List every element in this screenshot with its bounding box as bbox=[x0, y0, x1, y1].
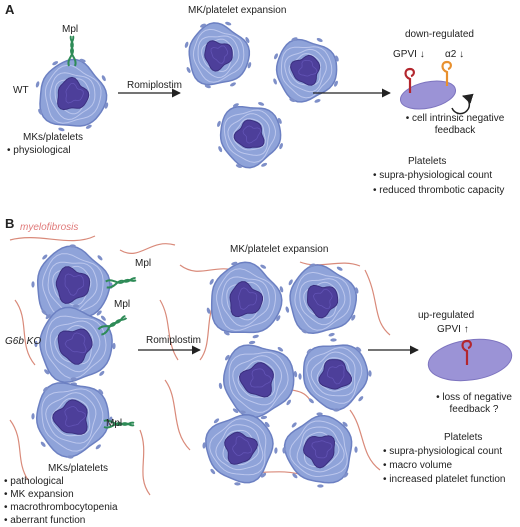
panel-a-wt-label: WT bbox=[13, 85, 29, 96]
expanded-megakaryocyte bbox=[273, 37, 339, 103]
panel-a-mk-item: physiological bbox=[7, 144, 70, 157]
fibrosis-fiber bbox=[9, 419, 29, 481]
panel-b-mpl-label-2: Mpl bbox=[114, 299, 131, 310]
panel-a-gpvi: GPVI ↓ bbox=[393, 49, 425, 60]
gpvi-receptor-icon bbox=[461, 339, 472, 365]
panel-b-ko-label: G6b KO bbox=[5, 336, 42, 347]
expanded-megakaryocyte bbox=[184, 21, 252, 89]
expanded-ko-megakaryocyte bbox=[202, 410, 278, 486]
panel-a-feedback-note: • cell intrinsic negative feedback bbox=[405, 113, 505, 136]
panel-a-platelets-item: reduced thrombotic capacity bbox=[373, 183, 504, 198]
mpl-receptor-icon bbox=[103, 419, 135, 429]
alpha2-receptor-icon bbox=[441, 60, 452, 86]
ko-megakaryocyte bbox=[31, 244, 113, 326]
down-arrow-icon: ↓ bbox=[419, 49, 425, 60]
expanded-ko-megakaryocyte bbox=[282, 412, 358, 488]
panel-b-letter: B bbox=[5, 216, 15, 231]
feedback-loop-icon bbox=[451, 93, 474, 115]
panel-a-regulation: down-regulated bbox=[405, 29, 474, 40]
panel-a-mk-title: MKs/platelets bbox=[23, 132, 84, 143]
panel-b-mk-item: MK expansion bbox=[4, 488, 118, 501]
panel-b-mpl-label-3: Mpl bbox=[106, 418, 123, 429]
panel-b-fibrosis-label: myelofibrosis bbox=[20, 222, 79, 233]
ko-megakaryocyte bbox=[34, 304, 116, 386]
fibrosis-fiber bbox=[139, 429, 151, 496]
panel-b-regulation: up-regulated bbox=[418, 310, 475, 321]
wt-megakaryocyte bbox=[35, 58, 109, 132]
panel-b-platelets-item: macro volume bbox=[383, 459, 505, 473]
panel-a-platelets-item: supra-physiological count bbox=[373, 168, 504, 183]
fibrosis-fiber bbox=[14, 299, 36, 366]
panel-b-mk-title: MKs/platelets bbox=[48, 463, 109, 474]
expanded-ko-megakaryocyte bbox=[218, 340, 298, 420]
fibrosis-fiber bbox=[349, 409, 381, 471]
panel-a-mpl-label: Mpl bbox=[62, 24, 79, 35]
panel-b-platelets-item: increased platelet function bbox=[383, 473, 505, 487]
panel-a-top-title: MK/platelet expansion bbox=[188, 5, 287, 16]
fibrosis-fiber bbox=[159, 299, 179, 361]
panel-b-platelets-title: Platelets bbox=[444, 432, 483, 443]
panel-a-arrow-label: Romiplostim bbox=[127, 80, 183, 91]
expanded-megakaryocyte bbox=[217, 102, 283, 169]
panel-a-letter: A bbox=[5, 2, 15, 17]
expanded-ko-megakaryocyte bbox=[206, 261, 284, 339]
fibrosis-fiber bbox=[299, 261, 361, 267]
up-arrow-icon: ↑ bbox=[463, 324, 469, 335]
mpl-receptor-icon bbox=[97, 315, 128, 336]
gpvi-receptor-icon bbox=[404, 67, 415, 93]
mpl-receptor-icon bbox=[105, 277, 137, 289]
ko-megakaryocyte bbox=[31, 377, 113, 459]
panel-b-mk-item: pathological bbox=[4, 475, 118, 488]
panel-b-platelets-item: supra-physiological count bbox=[383, 445, 505, 459]
panel-b-mk-item: macrothrombocytopenia bbox=[4, 501, 117, 514]
panel-a-mk-list: physiological bbox=[7, 144, 70, 157]
panel-a-platelets-list: supra-physiological count reduced thromb… bbox=[373, 168, 504, 198]
panel-b-gpvi: GPVI ↑ bbox=[437, 324, 469, 335]
panel-b-arrow-label: Romiplostim bbox=[146, 335, 202, 346]
mpl-receptor-icon bbox=[67, 35, 77, 67]
down-arrow-icon: ↓ bbox=[459, 49, 465, 60]
panel-b-mk-list: pathological MK expansion macrothrombocy… bbox=[4, 475, 118, 527]
fibrosis-fiber bbox=[164, 379, 191, 451]
fibrosis-fiber bbox=[119, 243, 176, 254]
panel-a-platelets-title: Platelets bbox=[408, 156, 447, 167]
expanded-ko-megakaryocyte bbox=[285, 263, 359, 337]
panel-b-feedback-note: • loss of negative feedback ? bbox=[436, 392, 512, 415]
arrows bbox=[118, 88, 419, 355]
fibrosis-fiber bbox=[9, 235, 96, 242]
fibrosis-fiber bbox=[364, 269, 391, 336]
panel-b-mk-item: aberrant function bbox=[4, 514, 118, 527]
panel-b-mpl-label-1: Mpl bbox=[135, 258, 152, 269]
panel-a-alpha2: α2 ↓ bbox=[445, 49, 465, 60]
expanded-ko-megakaryocyte bbox=[298, 338, 372, 412]
panel-b-platelets-list: supra-physiological count macro volume i… bbox=[383, 445, 505, 487]
wt-platelet bbox=[399, 80, 457, 110]
panel-b-top-title: MK/platelet expansion bbox=[230, 244, 329, 255]
